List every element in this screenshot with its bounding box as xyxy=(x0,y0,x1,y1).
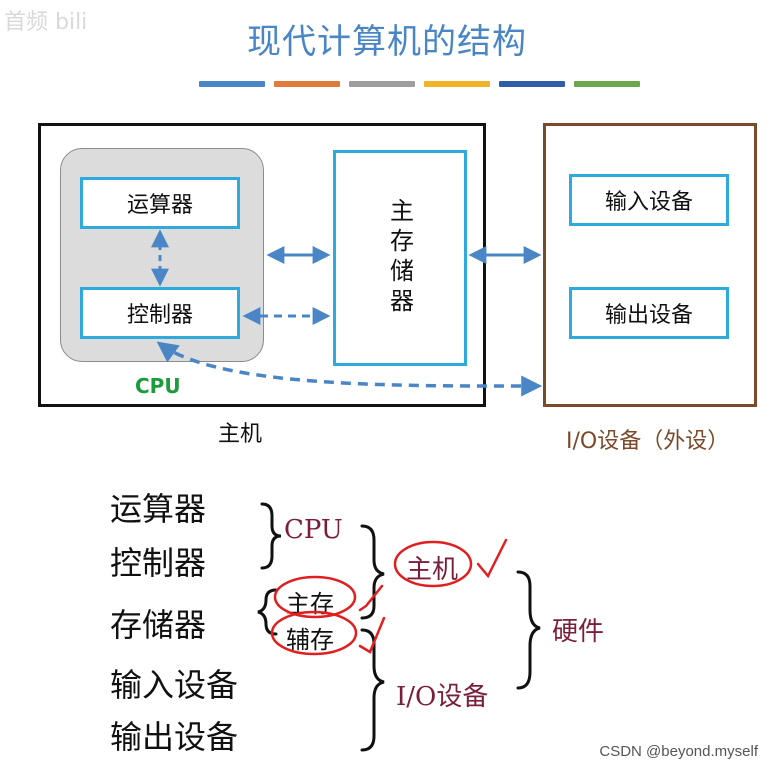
title-stripe-1 xyxy=(199,81,265,87)
host-box xyxy=(38,123,486,407)
group-label-io: I/O设备 xyxy=(396,682,489,712)
check-mark-1 xyxy=(476,538,508,579)
brace-cpu xyxy=(260,502,282,570)
alu-box: 运算器 xyxy=(80,177,240,229)
brace-host xyxy=(360,524,385,620)
brace-annotations xyxy=(257,502,541,752)
list-item-output: 输出设备 xyxy=(110,718,239,756)
control-io-arrow xyxy=(156,341,543,397)
control-unit-box: 控制器 xyxy=(80,287,240,339)
check-mark-3 xyxy=(358,616,386,654)
io-label: I/O设备（外设） xyxy=(566,429,730,454)
title-stripe-5 xyxy=(499,81,565,87)
title-stripe-3 xyxy=(349,81,415,87)
page-title: 现代计算机的结构 xyxy=(247,22,527,62)
output-device-box: 输出设备 xyxy=(569,287,729,339)
title-stripe-4 xyxy=(424,81,490,87)
watermark: 首频 bili xyxy=(4,10,88,35)
circle-aux-memory xyxy=(270,610,358,656)
group-label-aux-memory: 辅存 xyxy=(286,626,334,654)
title-stripe-6 xyxy=(574,81,640,87)
main-memory-box: 主存储器 xyxy=(333,150,467,366)
list-item-control: 控制器 xyxy=(110,544,207,582)
credit-watermark: CSDN @beyond.myself xyxy=(599,743,758,760)
host-label: 主机 xyxy=(218,422,263,447)
brace-io xyxy=(360,628,385,752)
group-label-hardware: 硬件 xyxy=(552,617,605,647)
list-item-input: 输入设备 xyxy=(110,666,239,704)
brace-hardware xyxy=(516,570,541,690)
io-device-box xyxy=(543,123,757,407)
connector-arrows xyxy=(151,229,543,397)
brace-storage xyxy=(257,588,278,636)
list-item-storage: 存储器 xyxy=(110,606,207,644)
input-device-box: 输入设备 xyxy=(569,174,729,226)
title-stripe-2 xyxy=(274,81,340,87)
group-label-host: 主机 xyxy=(406,555,459,585)
check-mark-2 xyxy=(358,584,384,612)
list-item-alu: 运算器 xyxy=(110,490,207,528)
circle-host xyxy=(393,540,473,588)
group-label-cpu: CPU xyxy=(284,515,343,545)
circle-main-memory xyxy=(273,575,357,619)
